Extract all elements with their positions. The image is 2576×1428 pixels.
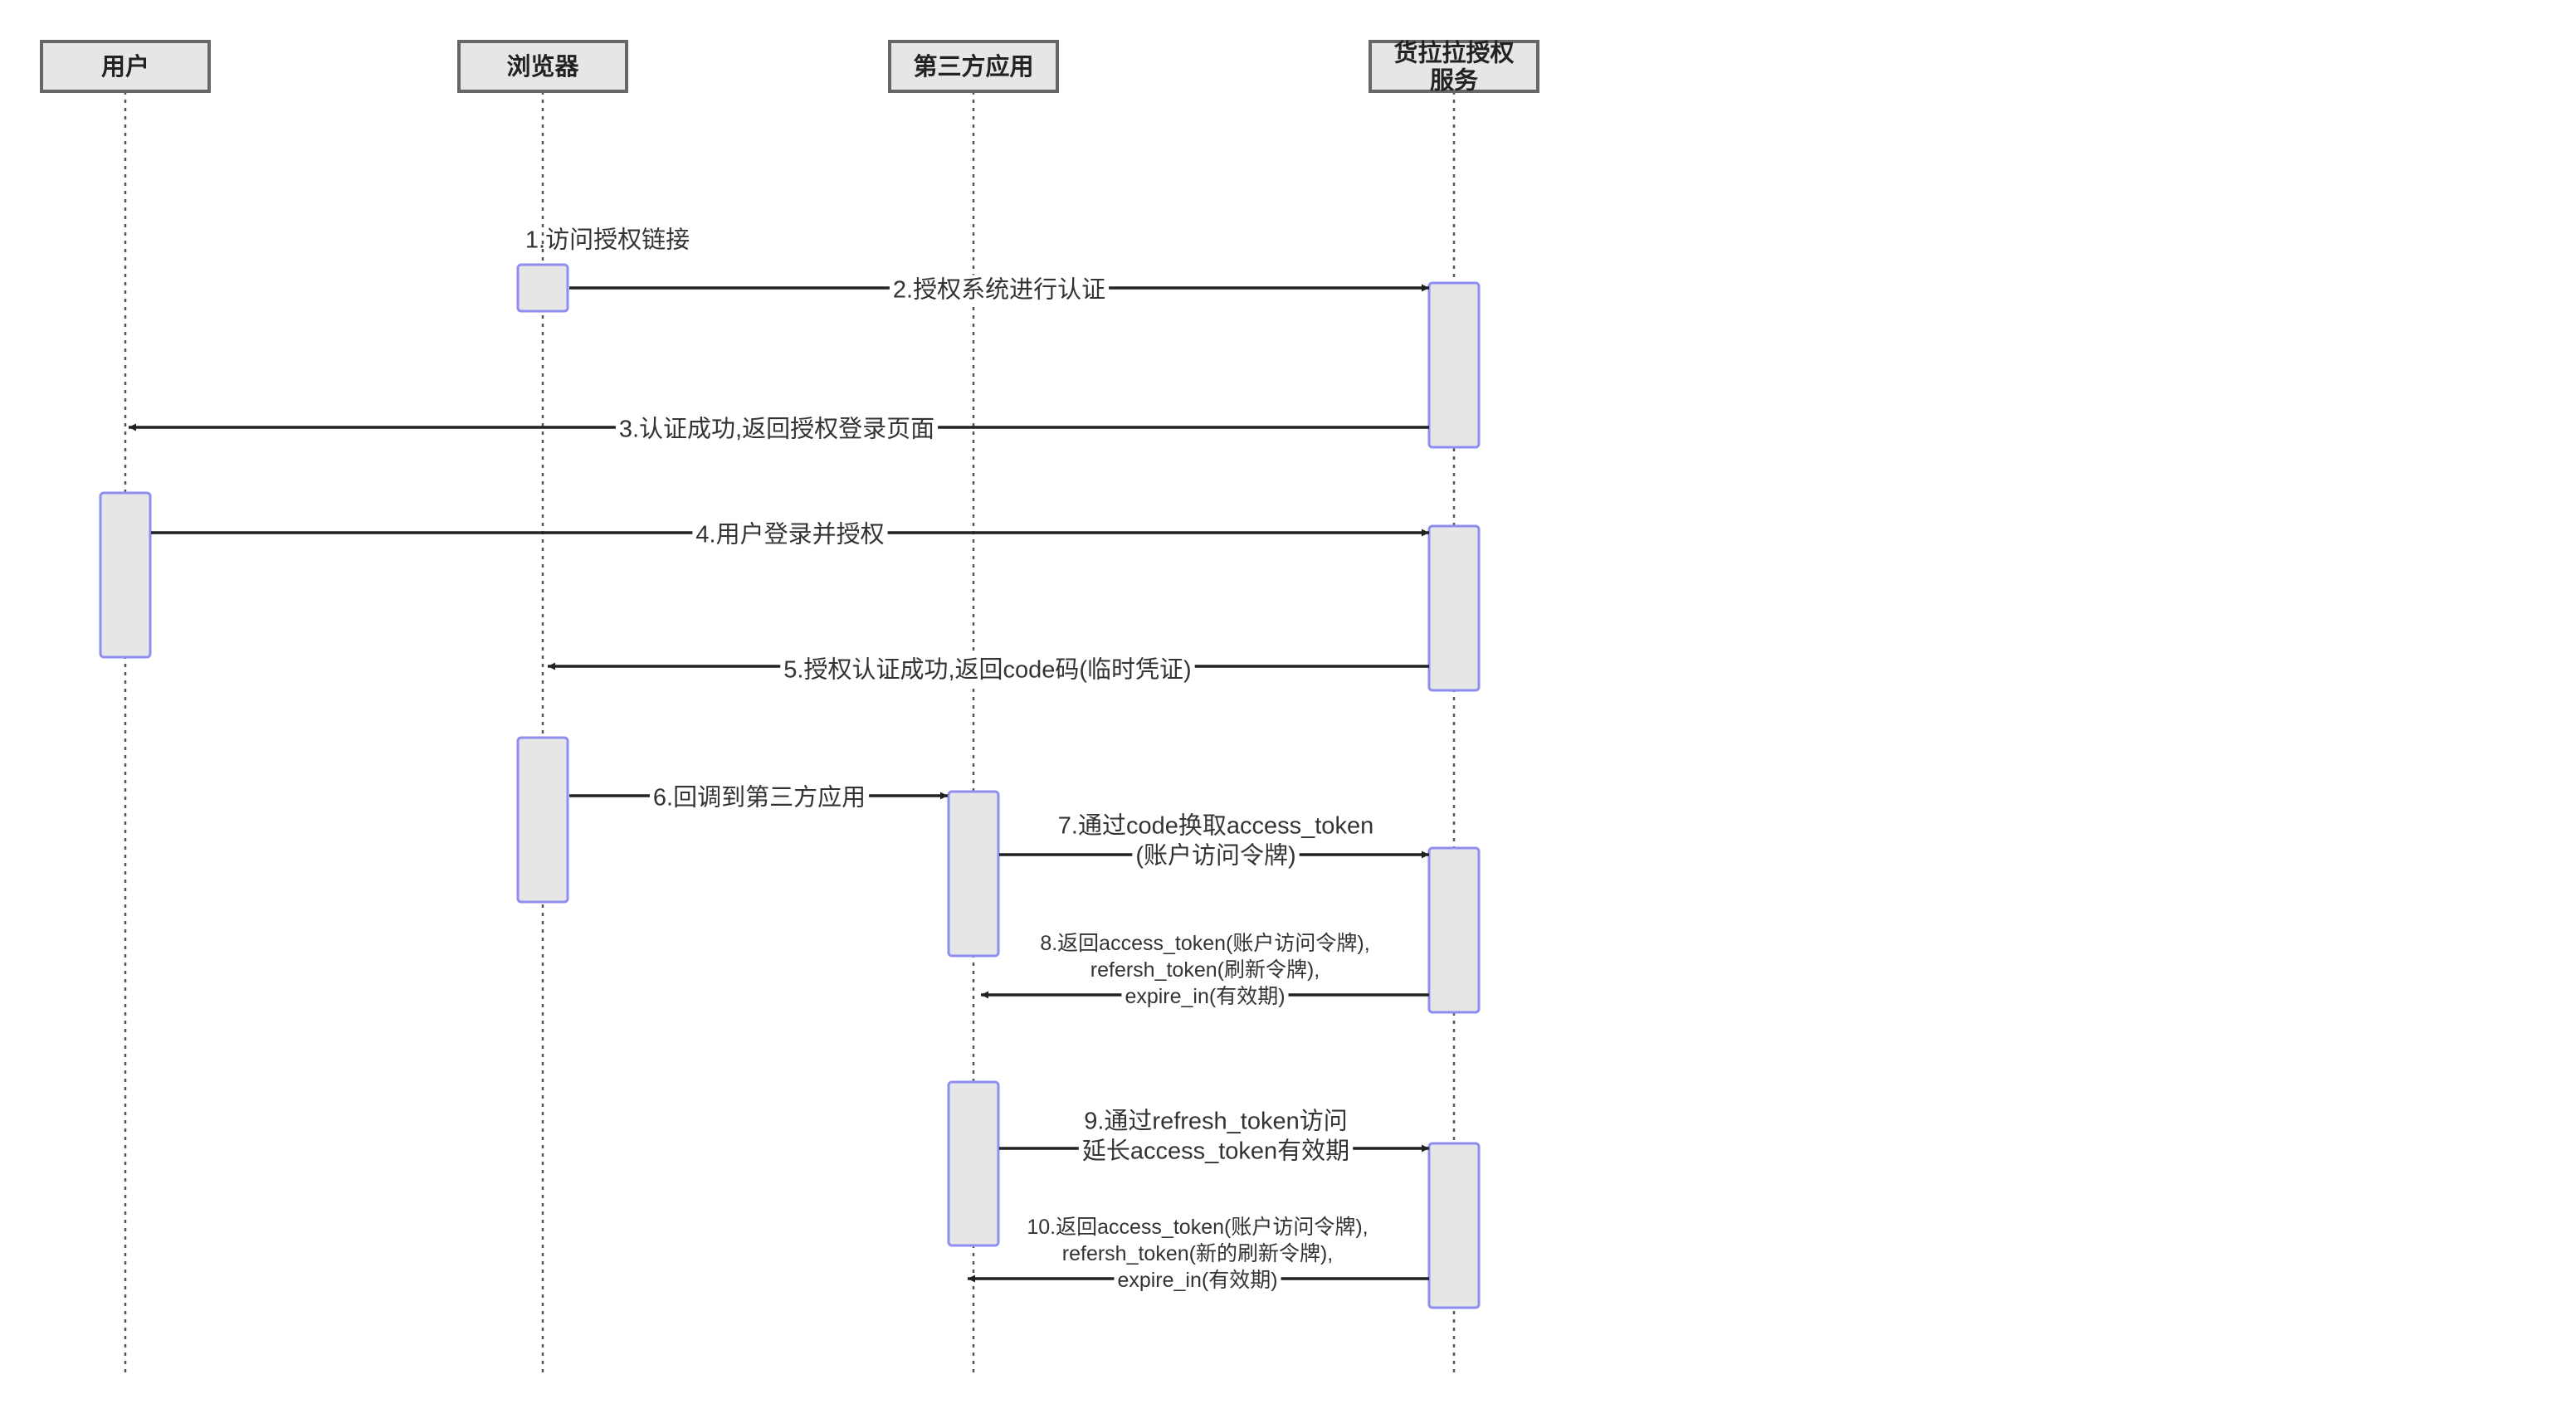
label-background	[889, 275, 1110, 305]
message-label: 3.认证成功,返回授权登录页面	[619, 415, 934, 442]
label-background	[1121, 984, 1289, 1009]
message-label: 2.授权系统进行认证	[893, 275, 1105, 303]
activation-box	[1427, 846, 1481, 1014]
label-background	[1058, 1241, 1337, 1266]
message-label: 5.授权认证成功,返回code码(临时凭证)	[783, 656, 1191, 683]
activation-box	[947, 1080, 1000, 1247]
participant-label: 用户	[101, 52, 149, 80]
participant-box	[1368, 40, 1539, 93]
message-1: 1.访问授权链接	[525, 226, 690, 253]
label-background	[1054, 811, 1378, 841]
message-8: 8.返回access_token(账户访问令牌), refersh_token(刷…	[981, 931, 1429, 1009]
activations-layer	[99, 263, 1481, 1309]
participant-box	[457, 40, 628, 93]
message-label: expire_in(有效期)	[1117, 1269, 1277, 1292]
activation-box	[99, 491, 152, 659]
label-background	[1081, 1106, 1351, 1136]
participant-box	[888, 40, 1059, 93]
activation-box	[1427, 524, 1481, 692]
message-label: (账户访问令牌)	[1135, 841, 1295, 869]
label-background	[615, 414, 939, 444]
label-background	[649, 782, 870, 812]
message-label: 6.回调到第三方应用	[653, 783, 866, 811]
label-background	[1086, 958, 1324, 982]
message-label: 4.用户登录并授权	[695, 520, 884, 548]
participant-app: 第三方应用	[888, 40, 1059, 93]
message-label: 延长access_token有效期	[1082, 1137, 1349, 1164]
participant-user: 用户	[40, 40, 211, 93]
message-label: refersh_token(新的刷新令牌),	[1062, 1242, 1333, 1265]
message-label: 10.返回access_token(账户访问令牌),	[1027, 1216, 1368, 1239]
label-background	[692, 519, 888, 549]
participant-label: 服务	[1430, 67, 1478, 95]
lifelines-layer	[124, 91, 1456, 1374]
label-background	[1114, 1268, 1281, 1293]
message-6: 6.回调到第三方应用	[569, 782, 948, 812]
message-label: refersh_token(刷新令牌),	[1090, 958, 1320, 982]
participant-label: 浏览器	[506, 53, 579, 80]
activation-box	[947, 790, 1000, 958]
label-background	[1023, 1215, 1372, 1240]
label-background	[1078, 1136, 1354, 1166]
label-background	[1132, 841, 1300, 870]
participant-label: 货拉拉授权	[1393, 39, 1514, 67]
participant-browser: 浏览器	[457, 40, 628, 93]
activation-box	[1427, 281, 1481, 449]
activation-box	[516, 263, 569, 313]
message-label: expire_in(有效期)	[1125, 985, 1285, 1008]
label-background	[780, 655, 1195, 685]
message-7: 7.通过code换取access_token(账户访问令牌)	[999, 811, 1429, 870]
label-background	[1037, 931, 1373, 956]
message-5: 5.授权认证成功,返回code码(临时凭证)	[548, 655, 1429, 685]
message-label: 1.访问授权链接	[525, 226, 690, 253]
message-3: 3.认证成功,返回授权登录页面	[129, 414, 1429, 444]
messages-layer: 1.访问授权链接 2.授权系统进行认证 3.认证成功,返回授权登录页面 4.用户登录并…	[129, 226, 1429, 1293]
activation-box	[516, 736, 569, 904]
message-label: 9.通过refresh_token访问	[1084, 1107, 1348, 1134]
participant-box	[40, 40, 211, 93]
message-label: 7.通过code换取access_token	[1058, 811, 1373, 839]
message-2: 2.授权系统进行认证	[569, 275, 1429, 305]
message-10: 10.返回access_token(账户访问令牌), refersh_token(…	[968, 1215, 1429, 1293]
message-4: 4.用户登录并授权	[151, 519, 1429, 549]
message-label: 8.返回access_token(账户访问令牌),	[1040, 932, 1369, 955]
activation-box	[1427, 1142, 1481, 1309]
participant-label: 第三方应用	[913, 52, 1033, 80]
